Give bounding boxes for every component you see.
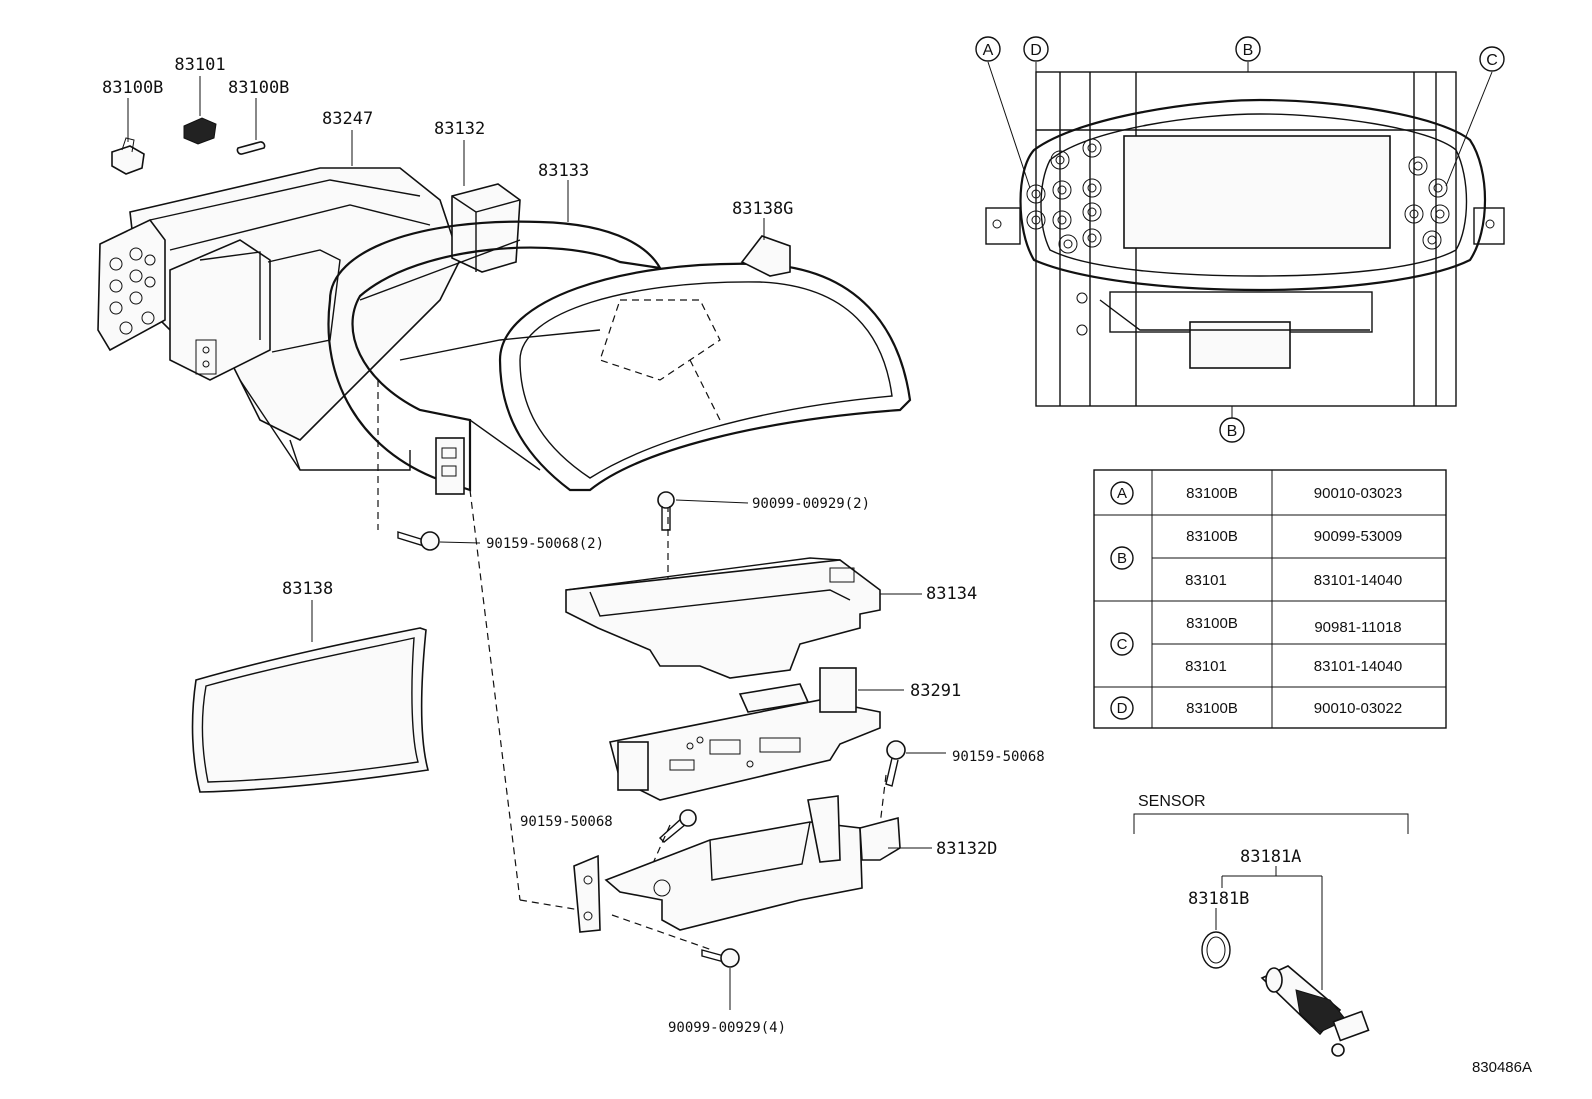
label-90099-00929-2: 90099-00929(2) <box>752 496 870 512</box>
table-ref-c: C <box>1117 636 1128 653</box>
svg-text:B: B <box>1227 423 1238 440</box>
label-90159-50068-right: 90159-50068 <box>952 749 1045 765</box>
label-83181A: 83181A <box>1240 847 1301 867</box>
bulb-83101 <box>183 76 217 145</box>
label-90159-50068-left: 90159-50068 <box>520 814 613 830</box>
circuit-board-83291 <box>609 667 904 801</box>
label-90159-50068-2: 90159-50068(2) <box>486 536 604 552</box>
sensor-group: SENSOR 83181A 83181B <box>1133 793 1409 1057</box>
label-83291: 83291 <box>910 681 961 701</box>
table-cell-part: 83101 <box>1185 572 1227 589</box>
table-cell-part: 83100B <box>1186 700 1238 717</box>
callout-B-top: B <box>1235 36 1261 62</box>
o-ring-83181B <box>1201 931 1231 969</box>
inner-gauge-module <box>169 239 341 381</box>
sensor-heading: SENSOR <box>1138 793 1206 810</box>
leader-lines <box>351 130 765 240</box>
label-83138G: 83138G <box>732 199 793 219</box>
table-cell-number: 83101-14040 <box>1314 572 1402 589</box>
callout-C: C <box>1479 46 1505 72</box>
housing-83247 <box>129 167 461 471</box>
label-83132D: 83132D <box>936 839 997 859</box>
figure-code: 830486A <box>1472 1059 1532 1076</box>
display-83134 <box>565 557 922 679</box>
speed-sensor-83181A <box>1260 965 1370 1057</box>
screw-90159-50068-right <box>885 740 946 787</box>
table-cell-part: 83100B <box>1186 528 1238 545</box>
svg-text:C: C <box>1486 52 1498 69</box>
table-cell-number: 90010-03022 <box>1314 700 1402 717</box>
callout-B-bottom: B <box>1219 417 1245 443</box>
lower-case-83132D <box>573 795 932 933</box>
label-83134: 83134 <box>926 584 977 604</box>
bulb-table: A B C D 83100B 83100B 83101 83100B 83101… <box>1093 469 1447 729</box>
housing-83132-top <box>451 183 521 273</box>
label-83100B-right: 83100B <box>228 78 289 98</box>
table-ref-d: D <box>1117 700 1128 717</box>
lens-frame-83138G <box>498 235 912 492</box>
label-83247: 83247 <box>322 109 373 129</box>
bulb-83100B-right <box>236 98 266 155</box>
screw-90159-50068-2 <box>397 531 481 551</box>
label-83101: 83101 <box>174 55 225 75</box>
label-83133: 83133 <box>538 161 589 181</box>
screw-90159-50068-left <box>658 809 697 843</box>
svg-text:D: D <box>1030 42 1042 59</box>
table-cell-number: 83101-14040 <box>1314 658 1402 675</box>
svg-text:A: A <box>983 42 994 59</box>
svg-text:B: B <box>1243 42 1254 59</box>
detail-view: A D B C B <box>975 36 1505 443</box>
table-cell-number: 90099-53009 <box>1314 528 1402 545</box>
screw-90099-00929-2 <box>657 491 749 531</box>
callout-A: A <box>975 36 1001 62</box>
label-83138: 83138 <box>282 579 333 599</box>
label-83132: 83132 <box>434 119 485 139</box>
detail-sockets-right <box>1404 156 1450 250</box>
table-cell-part: 83100B <box>1186 615 1238 632</box>
label-83100B-left: 83100B <box>102 78 163 98</box>
table-cell-number: 90981-11018 <box>1314 619 1401 636</box>
screw-90099-00929-4 <box>701 948 740 1010</box>
detail-sockets-left <box>1026 138 1102 254</box>
callout-D: D <box>1023 36 1049 62</box>
table-ref-a: A <box>1117 485 1127 502</box>
bulb-83100B-left <box>111 98 145 175</box>
lens-83138 <box>191 600 430 793</box>
table-cell-part: 83100B <box>1186 485 1238 502</box>
label-90099-00929-4: 90099-00929(4) <box>668 1020 786 1036</box>
table-cell-part: 83101 <box>1185 658 1227 675</box>
table-cell-number: 90010-03023 <box>1314 485 1402 502</box>
table-ref-b: B <box>1117 550 1127 567</box>
label-83181B: 83181B <box>1188 889 1249 909</box>
frame-83133 <box>327 220 663 495</box>
left-bracket-panel <box>97 218 166 352</box>
